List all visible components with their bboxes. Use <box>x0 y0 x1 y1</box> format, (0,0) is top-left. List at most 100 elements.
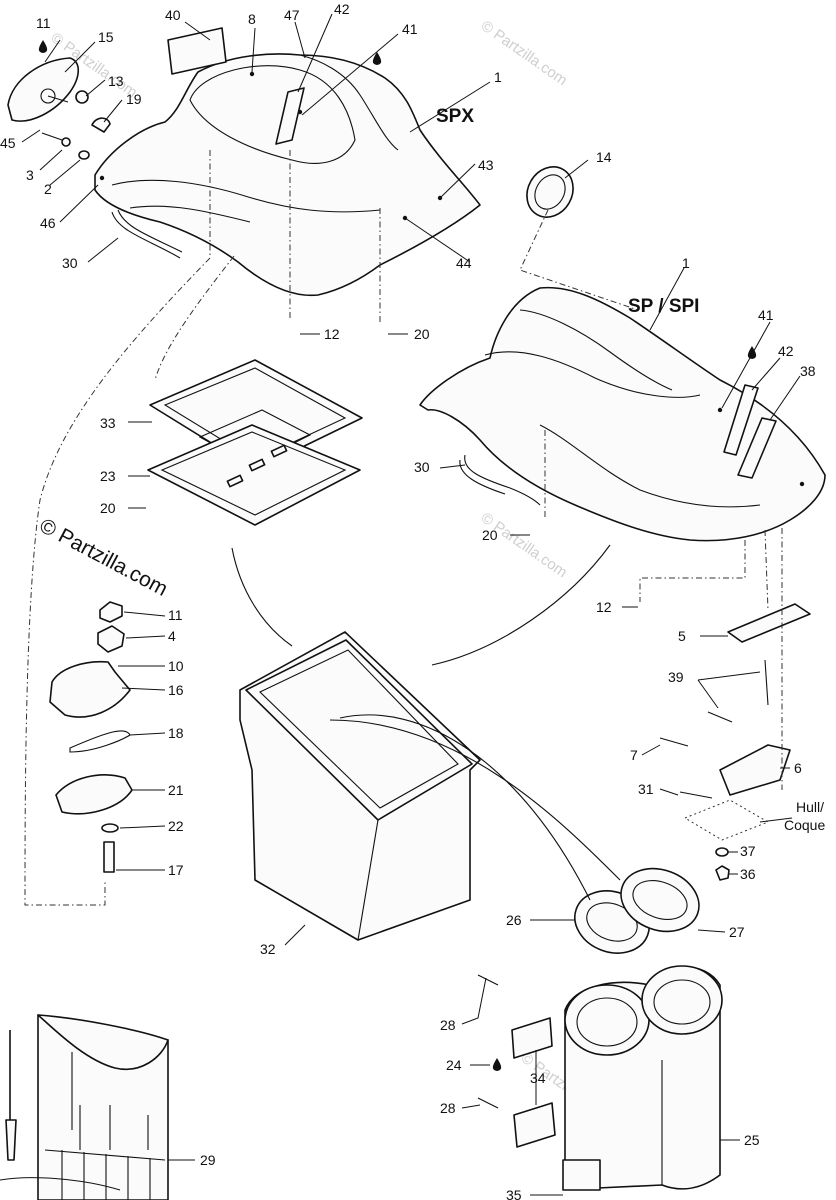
callout: 41 <box>402 21 418 37</box>
callout: 38 <box>800 363 816 379</box>
callout: 26 <box>506 912 522 928</box>
bolt-17 <box>103 841 115 873</box>
screw-head-3 <box>61 137 71 147</box>
latch-16 <box>49 660 131 718</box>
decal-strip-38 <box>737 417 777 479</box>
rivet-28 <box>477 974 499 986</box>
rivet <box>99 175 105 181</box>
rear-plate-45 <box>7 57 80 122</box>
rivet-28b <box>477 1097 499 1109</box>
hull-section <box>683 799 770 841</box>
callout: 1 <box>494 69 502 85</box>
callout: 12 <box>324 326 340 342</box>
callout: 27 <box>729 924 745 940</box>
callout: 5 <box>678 628 686 644</box>
oil-drop-icon <box>38 40 48 53</box>
callout: 21 <box>168 782 184 798</box>
watermark: © Partzilla.com <box>478 17 571 89</box>
screw-31 <box>679 791 713 799</box>
rivet <box>717 407 723 413</box>
callout: 34 <box>530 1070 546 1086</box>
washer-22 <box>101 823 119 833</box>
nut-36 <box>715 865 730 881</box>
tool-kit-29 <box>0 1014 169 1200</box>
callout: 19 <box>126 91 142 107</box>
callout: 15 <box>98 29 114 45</box>
callout: 18 <box>168 725 184 741</box>
rivet <box>249 71 255 77</box>
callout: 30 <box>414 459 430 475</box>
callout: 42 <box>334 1 350 17</box>
copyright-text: © Partzilla.com <box>36 514 172 601</box>
rivet-39b <box>707 711 733 723</box>
nut-11 <box>99 601 123 623</box>
oil-drop-icon <box>372 52 382 65</box>
callout: 32 <box>260 941 276 957</box>
rivet-7 <box>659 737 689 747</box>
latch-base-21 <box>55 774 133 815</box>
callout: 6 <box>794 760 802 776</box>
twin-bin-25 <box>562 965 723 1191</box>
callout: 22 <box>168 818 184 834</box>
model-label-sp-spi: SP / SPI <box>628 296 699 317</box>
callout: 20 <box>414 326 430 342</box>
callout: 46 <box>40 215 56 231</box>
spx-seat <box>94 53 481 297</box>
storage-bin-32 <box>239 631 481 941</box>
callout: 17 <box>168 862 184 878</box>
callout: 14 <box>596 149 612 165</box>
callout: 29 <box>200 1152 216 1168</box>
callout: 11 <box>36 15 51 31</box>
callout: 8 <box>248 11 256 27</box>
oil-drop-icon <box>492 1058 502 1071</box>
callout: 36 <box>740 866 756 882</box>
callout-leaders <box>21 13 801 1196</box>
callout: 31 <box>638 781 654 797</box>
callout: 11 <box>168 607 183 623</box>
watermark: © Partzilla.com <box>478 509 571 581</box>
callout: 1 <box>682 255 690 271</box>
plate-34b <box>513 1102 556 1148</box>
decal-strip-42 <box>723 384 759 456</box>
plate-34 <box>511 1017 553 1059</box>
plate-5 <box>727 603 811 643</box>
callout: 3 <box>26 167 34 183</box>
callouts: 11 15 13 19 45 3 2 46 30 40 8 47 42 41 1… <box>0 1 816 1200</box>
base-35 <box>562 1159 601 1191</box>
nut-13 <box>75 90 89 104</box>
callout: 2 <box>44 181 52 197</box>
callout: 42 <box>778 343 794 359</box>
seat-ring-14 <box>526 166 574 218</box>
callout: 13 <box>108 73 124 89</box>
callout: 25 <box>744 1132 760 1148</box>
oil-drop-icon <box>747 346 757 359</box>
sp-spi-seat <box>419 286 826 542</box>
callout: 20 <box>100 500 116 516</box>
callout: 47 <box>284 7 300 23</box>
latch-plate-group <box>659 603 811 881</box>
model-label-spx: SPX <box>436 106 474 127</box>
callout: 43 <box>478 157 494 173</box>
callout: 30 <box>62 255 78 271</box>
gasket-23 <box>147 424 361 526</box>
strap-30 <box>459 454 541 506</box>
screw-3 <box>41 132 63 141</box>
callout: 4 <box>168 628 176 644</box>
callout: 23 <box>100 468 116 484</box>
callout: 45 <box>0 135 16 151</box>
callout: 16 <box>168 682 184 698</box>
callout: 40 <box>165 7 181 23</box>
block-4 <box>97 625 125 653</box>
decal-40 <box>167 27 227 75</box>
washer-2 <box>78 150 90 160</box>
callout: 10 <box>168 658 184 674</box>
callout: 7 <box>630 747 638 763</box>
callout: 24 <box>446 1057 462 1073</box>
strap-30 <box>111 209 183 259</box>
callout: 12 <box>596 599 612 615</box>
callout: 35 <box>506 1187 522 1200</box>
bracket-6 <box>719 744 791 796</box>
rivet <box>799 481 805 487</box>
callout: 39 <box>668 669 684 685</box>
